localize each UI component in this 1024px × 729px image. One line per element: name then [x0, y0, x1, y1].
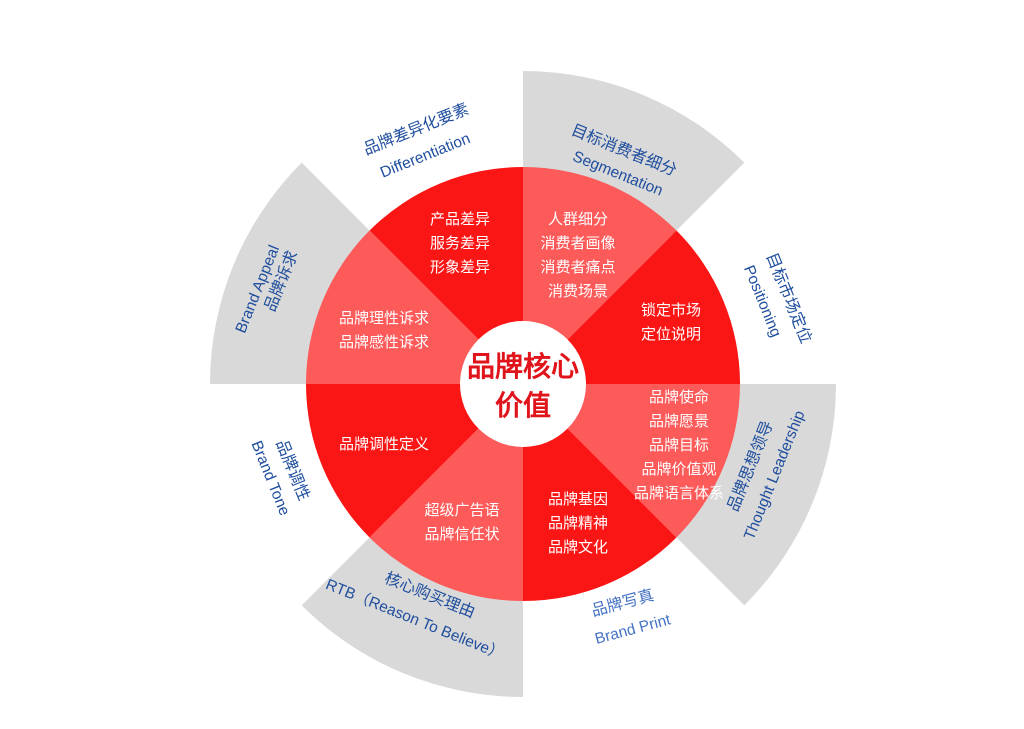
inner-item-segmentation: 消费场景 [548, 282, 608, 300]
inner-segment-thought-leadership [523, 384, 740, 538]
inner-item-segmentation: 消费者痛点 [540, 258, 615, 276]
inner-segment-brand-print [523, 384, 677, 601]
inner-item-brand-print: 品牌基因 [548, 490, 608, 508]
inner-item-segmentation: 消费者画像 [540, 234, 615, 252]
outer-band-brand-appeal [210, 162, 374, 384]
inner-item-differentiation: 产品差异 [430, 210, 490, 228]
inner-item-differentiation: 形象差异 [430, 258, 490, 276]
inner-item-rtb: 品牌信任状 [424, 525, 499, 543]
inner-item-thought-leadership: 品牌价值观 [641, 460, 716, 478]
inner-item-thought-leadership: 品牌目标 [649, 436, 709, 454]
inner-item-segmentation: 人群细分 [548, 210, 608, 228]
outer-band-thought-leadership [672, 384, 836, 606]
center-title-line2: 价值 [495, 389, 551, 422]
inner-item-brand-appeal: 品牌理性诉求 [339, 309, 429, 327]
inner-segment-brand-appeal [306, 230, 523, 384]
inner-labels: 人群细分消费者画像消费者痛点消费场景锁定市场定位说明品牌使命品牌愿景品牌目标品牌… [339, 210, 724, 556]
center-circle [460, 321, 586, 447]
inner-segment-rtb [369, 384, 523, 601]
inner-item-brand-print: 品牌精神 [548, 514, 608, 532]
outer-band-rtb [301, 533, 523, 697]
inner-item-brand-appeal: 品牌感性诉求 [339, 333, 429, 351]
inner-item-thought-leadership: 品牌愿景 [649, 412, 709, 430]
inner-item-rtb: 超级广告语 [424, 501, 499, 519]
outer-ring-highlights [210, 71, 836, 697]
inner-ring-segments [306, 167, 740, 601]
inner-segment-brand-tone [306, 384, 523, 538]
inner-segment-positioning [523, 230, 740, 384]
inner-segment-differentiation [369, 167, 523, 384]
center-title-line1: 品牌核心 [467, 350, 579, 383]
inner-item-brand-tone: 品牌调性定义 [339, 435, 429, 453]
outer-band-segmentation [523, 71, 745, 235]
inner-item-brand-print: 品牌文化 [548, 538, 608, 556]
center-hub: 品牌核心 价值 [460, 321, 586, 447]
inner-segment-segmentation [523, 167, 677, 384]
inner-item-thought-leadership: 品牌语言体系 [634, 484, 724, 502]
inner-item-positioning: 锁定市场 [641, 301, 701, 319]
inner-item-differentiation: 服务差异 [430, 234, 490, 252]
outer-label-cn-brand-print: 品牌写真 [589, 585, 656, 620]
inner-item-positioning: 定位说明 [641, 325, 701, 343]
inner-item-thought-leadership: 品牌使命 [649, 388, 709, 406]
